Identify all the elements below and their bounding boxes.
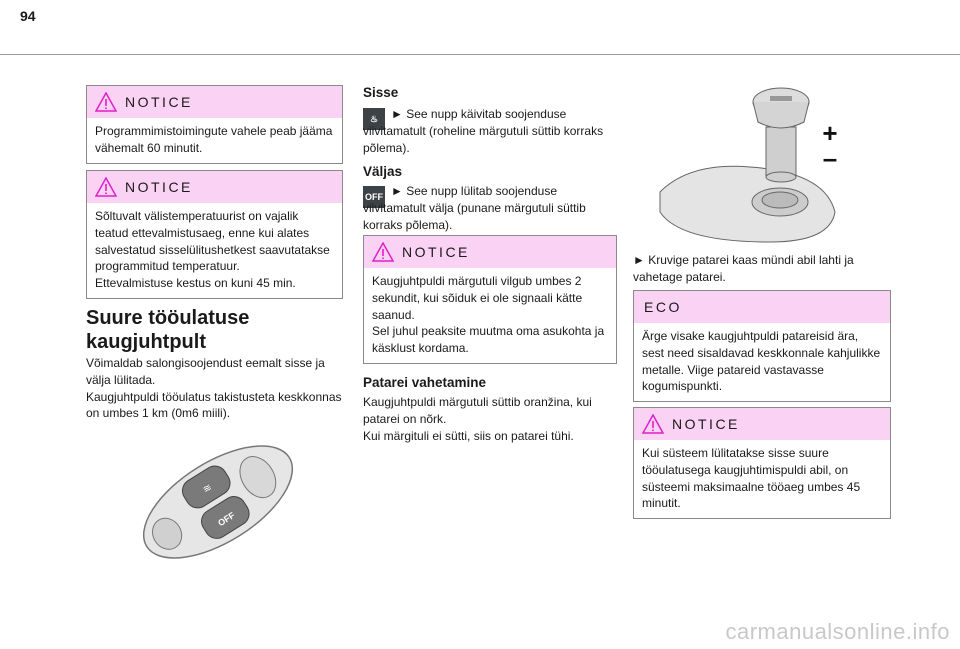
notice-title: NOTICE — [125, 94, 193, 110]
paragraph: Võimaldab salongisoojendust eemalt sisse… — [86, 356, 325, 387]
minus-sign: – — [823, 143, 837, 173]
notice-box-temperature: NOTICE Sõltuvalt välistemperatuurist on … — [86, 170, 343, 299]
notice-text: Ettevalmistuse kestus on kuni 45 min. — [95, 276, 296, 291]
notice-title: NOTICE — [672, 416, 740, 432]
header-divider — [0, 54, 960, 55]
heading-valjas: Väljas — [363, 164, 403, 179]
warning-icon — [372, 242, 394, 262]
section-heading: Suure tööulatuse kaugjuhtpult — [86, 307, 250, 353]
eco-box: ECO Ärge visake kaugjuhtpuldi patareisid… — [633, 290, 891, 403]
valjas-text: ► See nupp lülitab soojenduse viivitamat… — [363, 184, 586, 232]
notice-text: Sõltuvalt välistemperatuurist on vajalik… — [95, 209, 330, 274]
heater-on-icon: ♨ — [363, 108, 385, 130]
plus-sign: + — [822, 118, 837, 148]
eco-title: ECO — [644, 299, 682, 315]
notice-box-signal: NOTICE Kaugjuhtpuldi märgutuli vilgub um… — [363, 235, 617, 364]
notice-title: NOTICE — [125, 179, 193, 195]
notice-text: Sel juhul peaksite muutma oma asukohta j… — [372, 324, 605, 356]
paragraph: Kaugjuhtpuldi tööulatus takistusteta kes… — [86, 389, 342, 421]
notice-title: NOTICE — [402, 244, 470, 260]
heading-patarei: Patarei vahetamine — [363, 375, 487, 390]
notice-box-runtime: NOTICE Kui süsteem lülitatakse sisse suu… — [633, 407, 891, 520]
warning-icon — [95, 177, 117, 197]
paragraph: Kaugjuhtpuldi märgutuli süttib oranžina,… — [363, 395, 592, 426]
battery-step-text: ► Kruvige patarei kaas mündi abil lahti … — [633, 253, 854, 284]
warning-icon — [95, 92, 117, 112]
warning-icon — [642, 414, 664, 434]
eco-text: Ärge visake kaugjuhtpuldi patareisid ära… — [642, 329, 881, 394]
notice-box-programming: NOTICE Programmimistoimingute vahele pea… — [86, 85, 343, 164]
battery-replacement-illustration: + – — [659, 87, 838, 243]
heading-sisse: Sisse — [363, 85, 399, 100]
watermark: carmanualsonline.info — [725, 619, 950, 644]
notice-text: Kui süsteem lülitatakse sisse suure tööu… — [642, 446, 861, 511]
heater-off-icon: OFF — [363, 186, 385, 208]
page-number: 94 — [20, 8, 36, 24]
paragraph: Kui märgituli ei sütti, siis on patarei … — [363, 428, 574, 443]
notice-text: Kaugjuhtpuldi märgutuli vilgub umbes 2 s… — [372, 274, 583, 322]
notice-text: Programmimistoimingute vahele peab jääma… — [95, 124, 333, 155]
remote-control-illustration: ≋ OFF — [142, 445, 294, 559]
sisse-text: ► See nupp käivitab soojenduse viivitama… — [363, 107, 604, 155]
